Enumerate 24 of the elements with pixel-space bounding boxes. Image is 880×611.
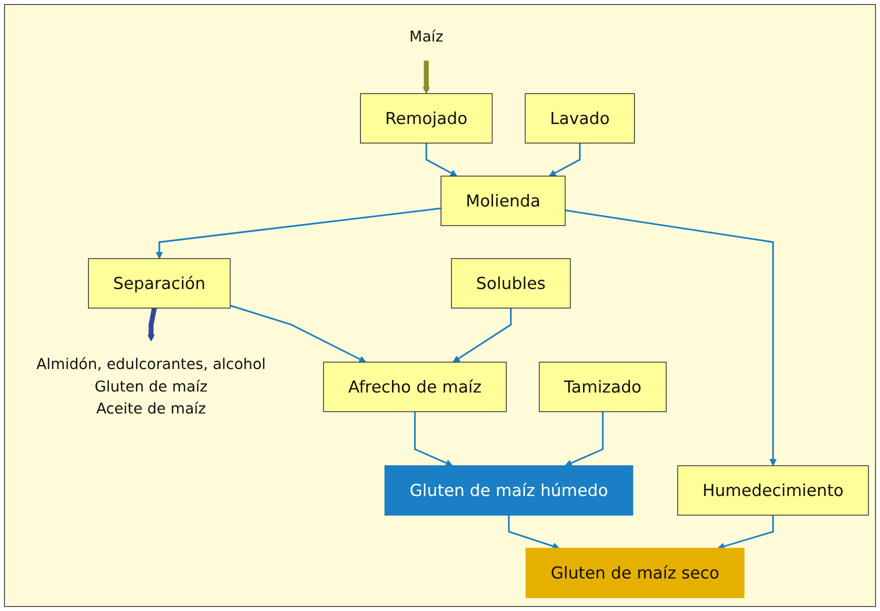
arrow xyxy=(230,304,366,362)
node-box: Tamizado xyxy=(538,362,667,412)
arrow xyxy=(426,142,458,176)
arrow xyxy=(147,307,157,342)
arrow xyxy=(565,209,777,466)
arrow xyxy=(414,412,453,466)
arrow xyxy=(156,207,442,259)
node-text: Almidón, edulcorantes, alcohol Gluten de maíz Aceite de maíz xyxy=(36,356,266,418)
node-box: Gluten de maíz húmedo xyxy=(384,465,634,516)
arrow xyxy=(548,142,581,176)
arrow xyxy=(718,515,774,550)
node-box: Afrecho de maíz xyxy=(323,362,507,412)
arrow xyxy=(452,308,512,362)
node-text: Maíz xyxy=(409,28,444,46)
node-box: Molienda xyxy=(440,176,566,226)
arrow xyxy=(564,412,604,466)
node-box: Separación xyxy=(88,258,231,308)
node-box: Solubles xyxy=(451,258,571,308)
node-box: Gluten de maíz seco xyxy=(526,548,744,598)
arrow xyxy=(422,60,430,94)
node-box: Humedecimiento xyxy=(677,465,869,516)
arrow xyxy=(508,515,560,550)
node-box: Remojado xyxy=(360,93,493,144)
node-box: Lavado xyxy=(524,93,635,144)
